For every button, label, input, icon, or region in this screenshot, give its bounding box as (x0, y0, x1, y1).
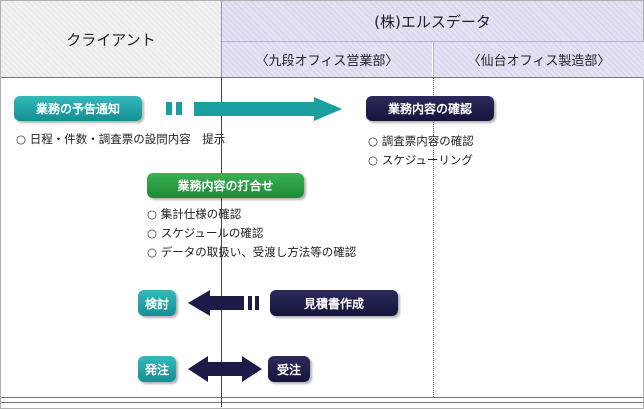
arrow-notice-to-confirm-dash-1 (166, 102, 172, 115)
arrow-notice-to-confirm-dash-2 (176, 102, 182, 115)
arrow-estimate-to-review-head (188, 290, 244, 316)
header-company: (株)エルスデータ (222, 1, 643, 41)
note-meeting-2: ○ スケジュールの確認 (147, 226, 264, 240)
header-divider (222, 41, 643, 42)
arrow-order-double (188, 356, 262, 382)
note-content-confirm-2: ○ スケジューリング (368, 153, 473, 167)
header-division-sales-label: 〈九段オフィス営業部〉 (255, 54, 399, 69)
lane-divider-division (433, 77, 434, 397)
step-receive-order-label: 受注 (276, 362, 301, 377)
note-meeting-1: ○ 集計仕様の確認 (147, 207, 242, 221)
header-division-sales: 〈九段オフィス営業部〉 (222, 42, 432, 77)
step-receive-order: 受注 (268, 356, 310, 382)
step-order-label: 発注 (144, 362, 169, 377)
header-division-production: 〈仙台オフィス製造部〉 (433, 42, 644, 77)
step-estimate-label: 見積書作成 (303, 296, 364, 311)
lane-divider-client (221, 77, 222, 407)
header-division-production-label: 〈仙台オフィス製造部〉 (467, 54, 611, 69)
header-client: クライアント (1, 1, 222, 77)
arrow-notice-to-confirm-head (194, 97, 342, 121)
header-bottom-line (1, 77, 643, 78)
footer-line-top (1, 397, 643, 398)
header-client-label: クライアント (66, 30, 156, 49)
step-order: 発注 (138, 356, 176, 382)
note-content-confirm-1: ○ 調査票内容の確認 (368, 134, 474, 148)
step-content-confirm-label: 業務内容の確認 (387, 102, 472, 116)
step-meeting-label: 業務内容の打合せ (177, 179, 274, 193)
footer-line-bottom (1, 402, 643, 403)
step-review: 検討 (138, 290, 176, 316)
note-meeting-3: ○ データの取扱い、受渡し方法等の確認 (147, 245, 357, 259)
arrow-order-double-shape (188, 356, 262, 382)
arrow-estimate-to-review-dash-2 (255, 296, 259, 310)
arrow-estimate-to-review-dash-1 (248, 296, 252, 310)
step-estimate: 見積書作成 (270, 290, 398, 316)
step-content-confirm: 業務内容の確認 (366, 96, 494, 121)
step-advance-notice-label: 業務の予告通知 (35, 102, 120, 116)
header-company-label: (株)エルスデータ (374, 12, 491, 31)
step-advance-notice: 業務の予告通知 (14, 96, 142, 121)
note-advance-notice-1: ○ 日程・件数・調査票の設問内容 提示 (16, 132, 226, 146)
arrow-estimate-to-review (188, 290, 259, 316)
step-meeting: 業務内容の打合せ (147, 173, 304, 198)
step-review-label: 検討 (144, 296, 169, 311)
arrow-notice-to-confirm (166, 97, 342, 121)
